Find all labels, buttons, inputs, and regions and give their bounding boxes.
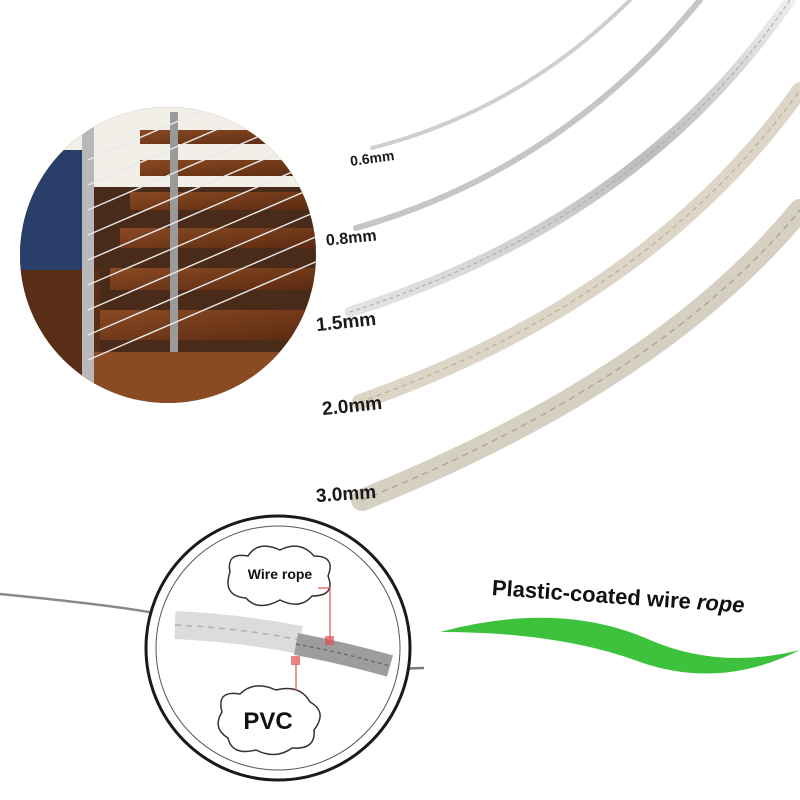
tagline-italic: rope (696, 589, 746, 618)
cross-section-detail (144, 514, 412, 782)
cable-1-5mm (344, 0, 796, 318)
size-label-3-0mm: 3.0mm (315, 481, 377, 508)
cable-samples (344, 0, 800, 511)
cable-0-8mm (353, 0, 703, 231)
green-swoosh (440, 617, 800, 674)
cable-2-0mm (352, 82, 800, 410)
thin-cable (0, 592, 161, 616)
cable-0-6mm (370, 0, 632, 150)
cable-3-0mm (351, 199, 800, 511)
wire-rope-bubble (227, 545, 331, 607)
wire-rope-label: Wire rope (247, 566, 313, 582)
staircase-photo (20, 107, 316, 403)
pvc-label: PVC (243, 708, 293, 735)
pvc-bubble (217, 685, 321, 756)
